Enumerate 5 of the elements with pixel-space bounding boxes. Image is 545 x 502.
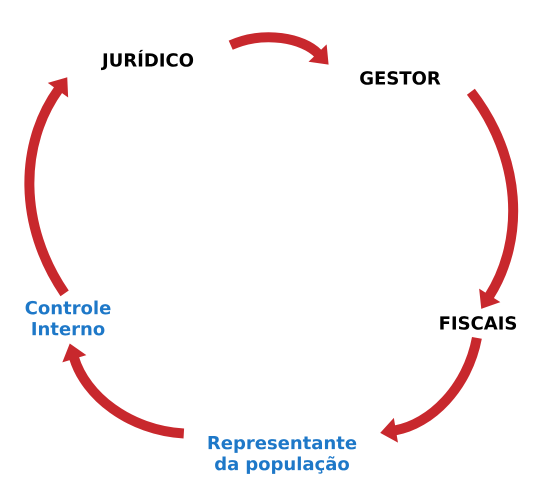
label-text: FISCAIS [440, 316, 516, 330]
label-text: JURÍDICO [101, 50, 194, 70]
label-text: GESTOR [360, 71, 440, 85]
label-text: Representante da população [208, 436, 356, 474]
label-text: Controle Interno [26, 300, 110, 336]
